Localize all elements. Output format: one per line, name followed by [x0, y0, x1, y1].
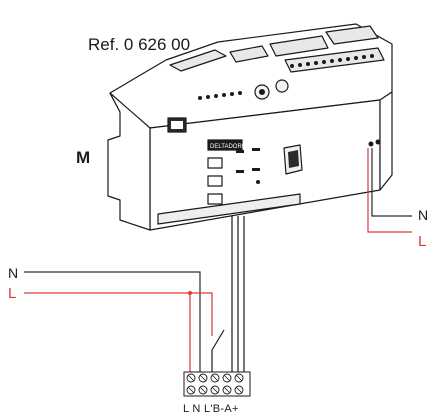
- right-neutral-wire: [371, 148, 412, 217]
- terminal-block: [183, 371, 251, 397]
- right-line-wire: [367, 148, 412, 233]
- top-screw-row: [198, 54, 374, 100]
- right-line-label: L: [418, 233, 426, 250]
- front-button-2: [207, 175, 223, 187]
- right-supply-wiring: [367, 148, 412, 233]
- front-led-indicators: [236, 148, 260, 184]
- bus-cable: [231, 216, 245, 372]
- right-neutral-label: N: [418, 207, 428, 223]
- terminal-block-label: L N L'B-A+: [183, 403, 239, 415]
- switch-feed-wire: [190, 292, 213, 336]
- controller-device: DELTADORE: [107, 23, 393, 231]
- front-button-1: [207, 157, 223, 169]
- module-label: M: [76, 148, 90, 167]
- brand-strip: [207, 139, 243, 151]
- left-neutral-label: N: [8, 265, 18, 281]
- left-supply-wiring: [24, 271, 225, 372]
- top-dial-secondary: [275, 79, 289, 93]
- switch-contact: [211, 329, 225, 351]
- left-line-label: L: [8, 285, 16, 302]
- front-button-3: [207, 193, 223, 205]
- reference-label: Ref. 0 626 00: [88, 35, 190, 54]
- left-line-wire: [24, 292, 191, 372]
- device-brand-mark: DELTADORE: [210, 144, 246, 150]
- left-neutral-wire: [24, 271, 201, 372]
- device-end-face: [379, 91, 393, 191]
- device-side-face: [107, 92, 151, 231]
